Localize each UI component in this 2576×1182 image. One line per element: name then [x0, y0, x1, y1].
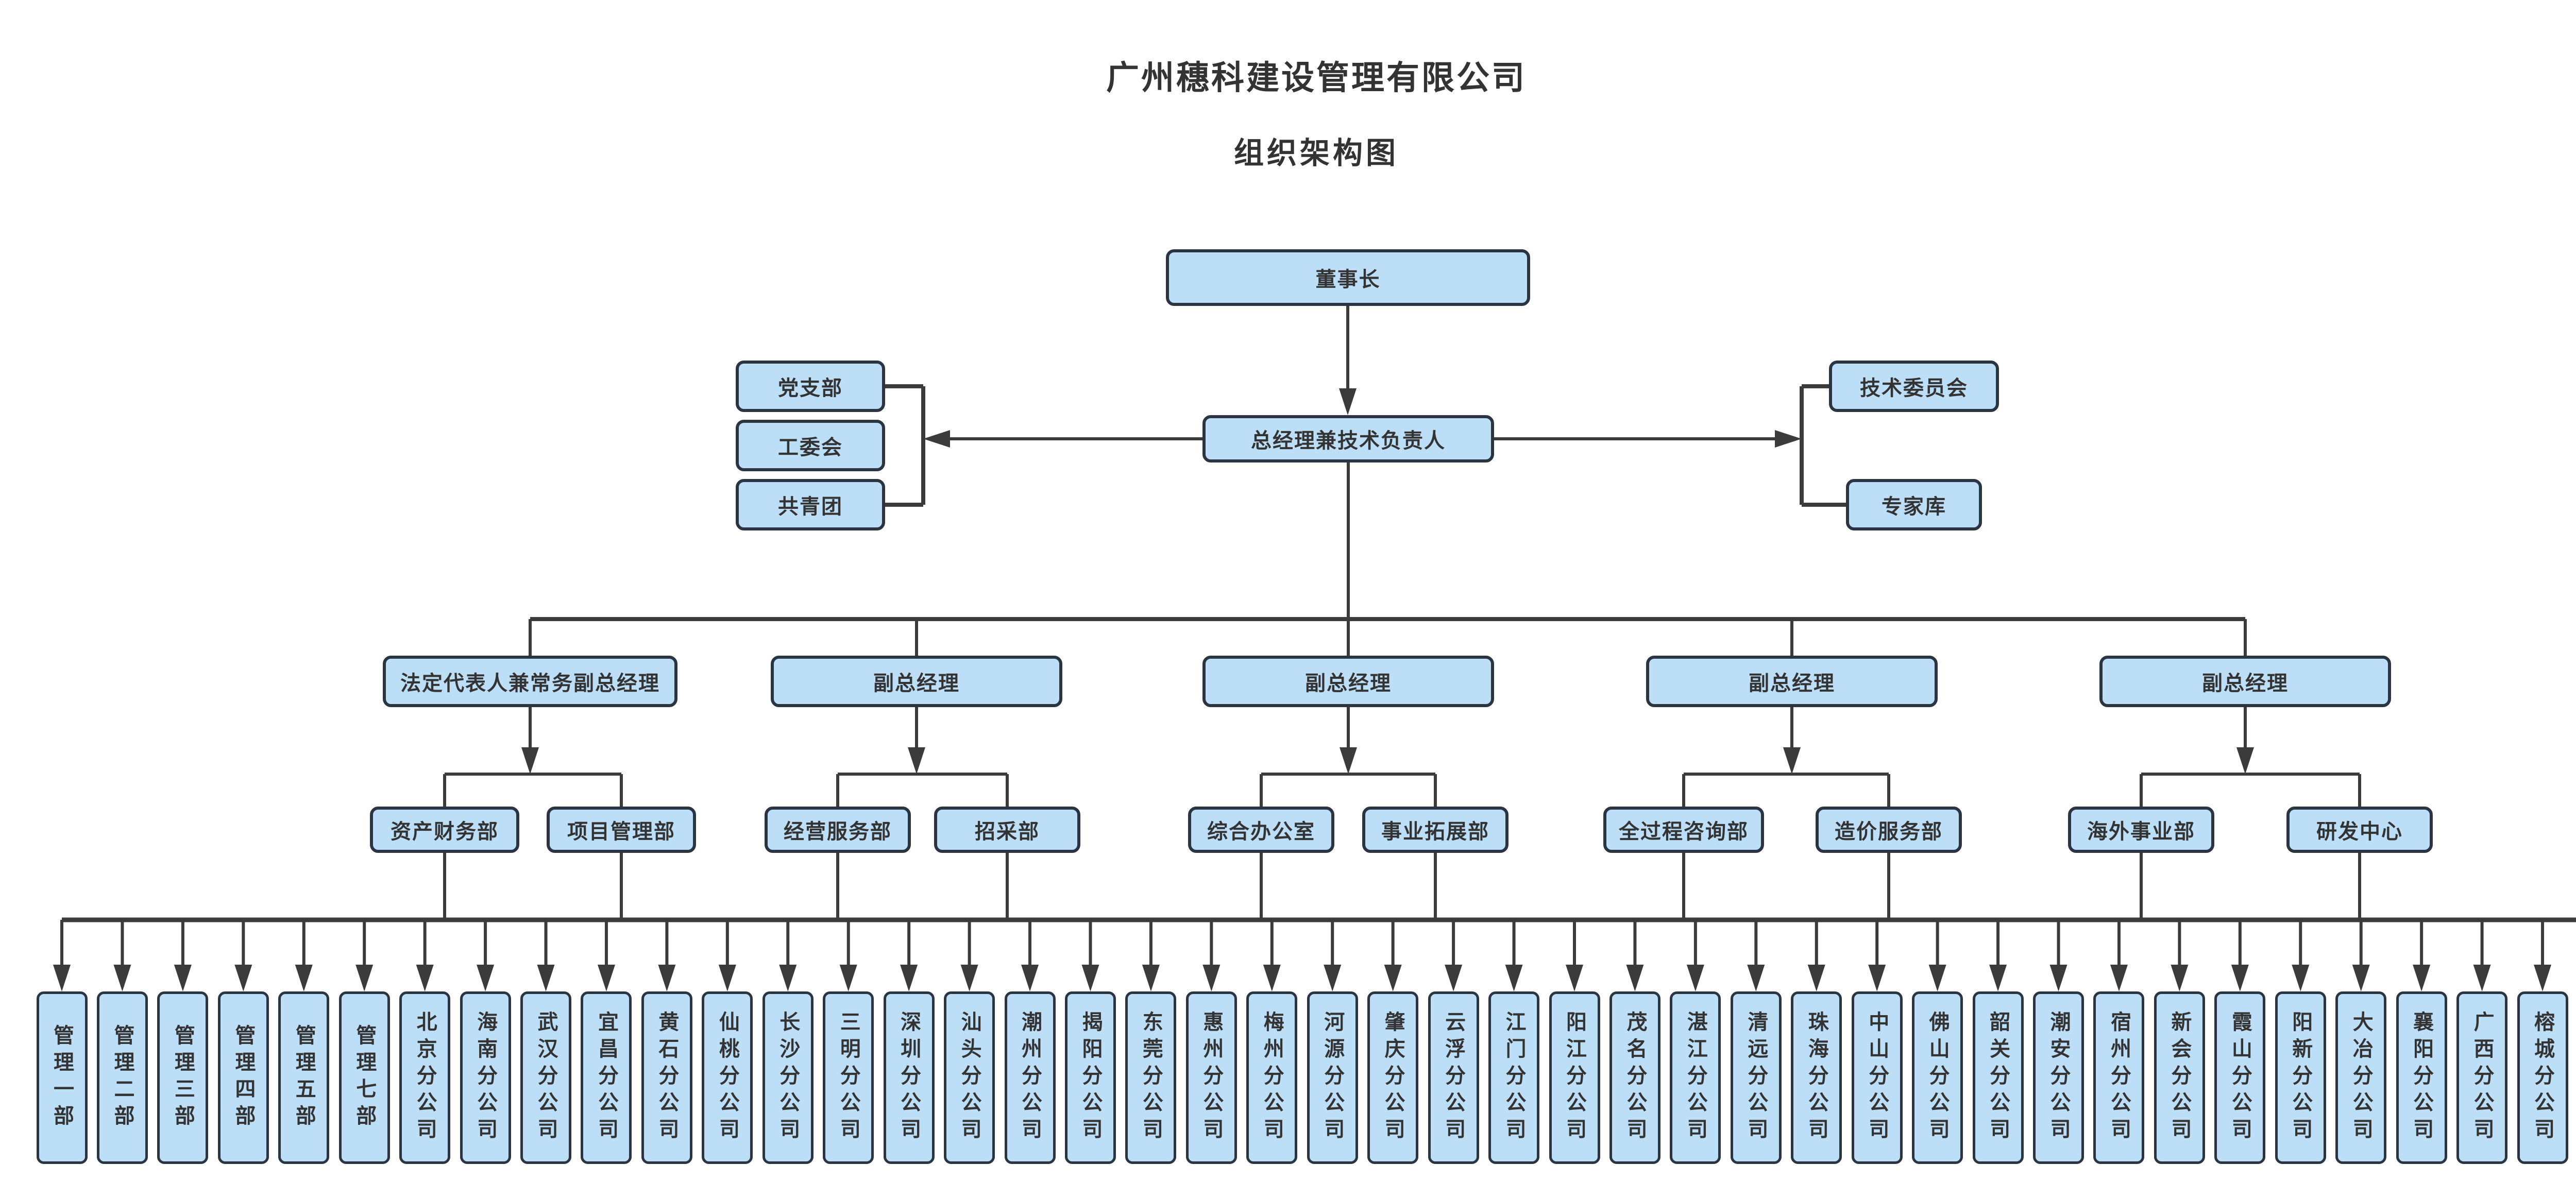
- branch-box: 管理一部: [36, 991, 88, 1164]
- deputy-box: 副总经理: [2099, 656, 2391, 707]
- department-box: 项目管理部: [547, 807, 696, 853]
- branch-box: 宿州分公司: [2093, 991, 2145, 1164]
- org-title: 广州穗科建设管理有限公司: [1106, 59, 1527, 96]
- branch-box: 阳江分公司: [1549, 991, 1600, 1164]
- branch-box: 大冶分公司: [2335, 991, 2387, 1164]
- branch-box: 榕城分公司: [2517, 991, 2568, 1164]
- branch-box: 武汉分公司: [520, 991, 572, 1164]
- branch-box: 汕头分公司: [944, 991, 995, 1164]
- branch-box: 云浮分公司: [1428, 991, 1479, 1164]
- deputy-box: 法定代表人兼常务副总经理: [383, 656, 677, 707]
- branch-box: 肇庆分公司: [1367, 991, 1419, 1164]
- branch-box: 惠州分公司: [1185, 991, 1237, 1164]
- deputy-box: 副总经理: [1202, 656, 1494, 707]
- department-box: 事业拓展部: [1362, 807, 1509, 853]
- branch-box: 新会分公司: [2154, 991, 2205, 1164]
- branch-box: 揭阳分公司: [1064, 991, 1116, 1164]
- branch-box: 管理五部: [278, 991, 330, 1164]
- branch-box: 北京分公司: [399, 991, 451, 1164]
- branch-box: 管理七部: [338, 991, 390, 1164]
- branch-box: 茂名分公司: [1609, 991, 1660, 1164]
- branch-box: 管理三部: [157, 991, 209, 1164]
- branch-box: 襄阳分公司: [2396, 991, 2447, 1164]
- branch-box: 仙桃分公司: [702, 991, 753, 1164]
- department-box: 全过程咨询部: [1603, 807, 1764, 853]
- party-branch-box: 党支部: [736, 361, 885, 412]
- branch-box: 广西分公司: [2456, 991, 2508, 1164]
- branch-box: 佛山分公司: [1912, 991, 1963, 1164]
- department-box: 综合办公室: [1188, 807, 1334, 853]
- branch-box: 三明分公司: [823, 991, 874, 1164]
- expert-pool-box: 专家库: [1846, 479, 1982, 530]
- branch-box: 潮安分公司: [2033, 991, 2084, 1164]
- branch-box: 珠海分公司: [1791, 991, 1842, 1164]
- branch-box: 梅州分公司: [1246, 991, 1298, 1164]
- branch-box: 黄石分公司: [641, 991, 692, 1164]
- branch-box: 中山分公司: [1851, 991, 1903, 1164]
- chairman-box: 董事长: [1166, 249, 1530, 306]
- general-manager-box: 总经理兼技术负责人: [1202, 415, 1494, 462]
- branch-box: 东莞分公司: [1125, 991, 1177, 1164]
- branch-box: 海南分公司: [460, 991, 511, 1164]
- branch-box: 韶关分公司: [1972, 991, 2024, 1164]
- branch-box: 河源分公司: [1307, 991, 1358, 1164]
- department-box: 研发中心: [2286, 807, 2433, 853]
- branch-box: 宜昌分公司: [581, 991, 632, 1164]
- department-box: 海外事业部: [2068, 807, 2214, 853]
- branch-box: 管理四部: [217, 991, 269, 1164]
- branch-box: 阳新分公司: [2275, 991, 2326, 1164]
- branch-box: 清远分公司: [1730, 991, 1782, 1164]
- branch-box: 管理二部: [96, 991, 148, 1164]
- branch-box: 湛江分公司: [1670, 991, 1721, 1164]
- youth-league-box: 共青团: [736, 479, 885, 530]
- org-subtitle: 组织架构图: [1233, 136, 1399, 170]
- deputy-box: 副总经理: [1646, 656, 1938, 707]
- branch-box: 长沙分公司: [762, 991, 814, 1164]
- labor-union-box: 工委会: [736, 420, 885, 471]
- branch-box: 深圳分公司: [883, 991, 935, 1164]
- department-box: 资产财务部: [370, 807, 519, 853]
- branch-box: 霞山分公司: [2214, 991, 2266, 1164]
- branch-box: 江门分公司: [1488, 991, 1540, 1164]
- department-box: 经营服务部: [765, 807, 911, 853]
- deputy-box: 副总经理: [771, 656, 1062, 707]
- department-box: 造价服务部: [1816, 807, 1962, 853]
- branch-box: 潮州分公司: [1004, 991, 1056, 1164]
- department-box: 招采部: [934, 807, 1080, 853]
- technical-committee-box: 技术委员会: [1829, 361, 1999, 412]
